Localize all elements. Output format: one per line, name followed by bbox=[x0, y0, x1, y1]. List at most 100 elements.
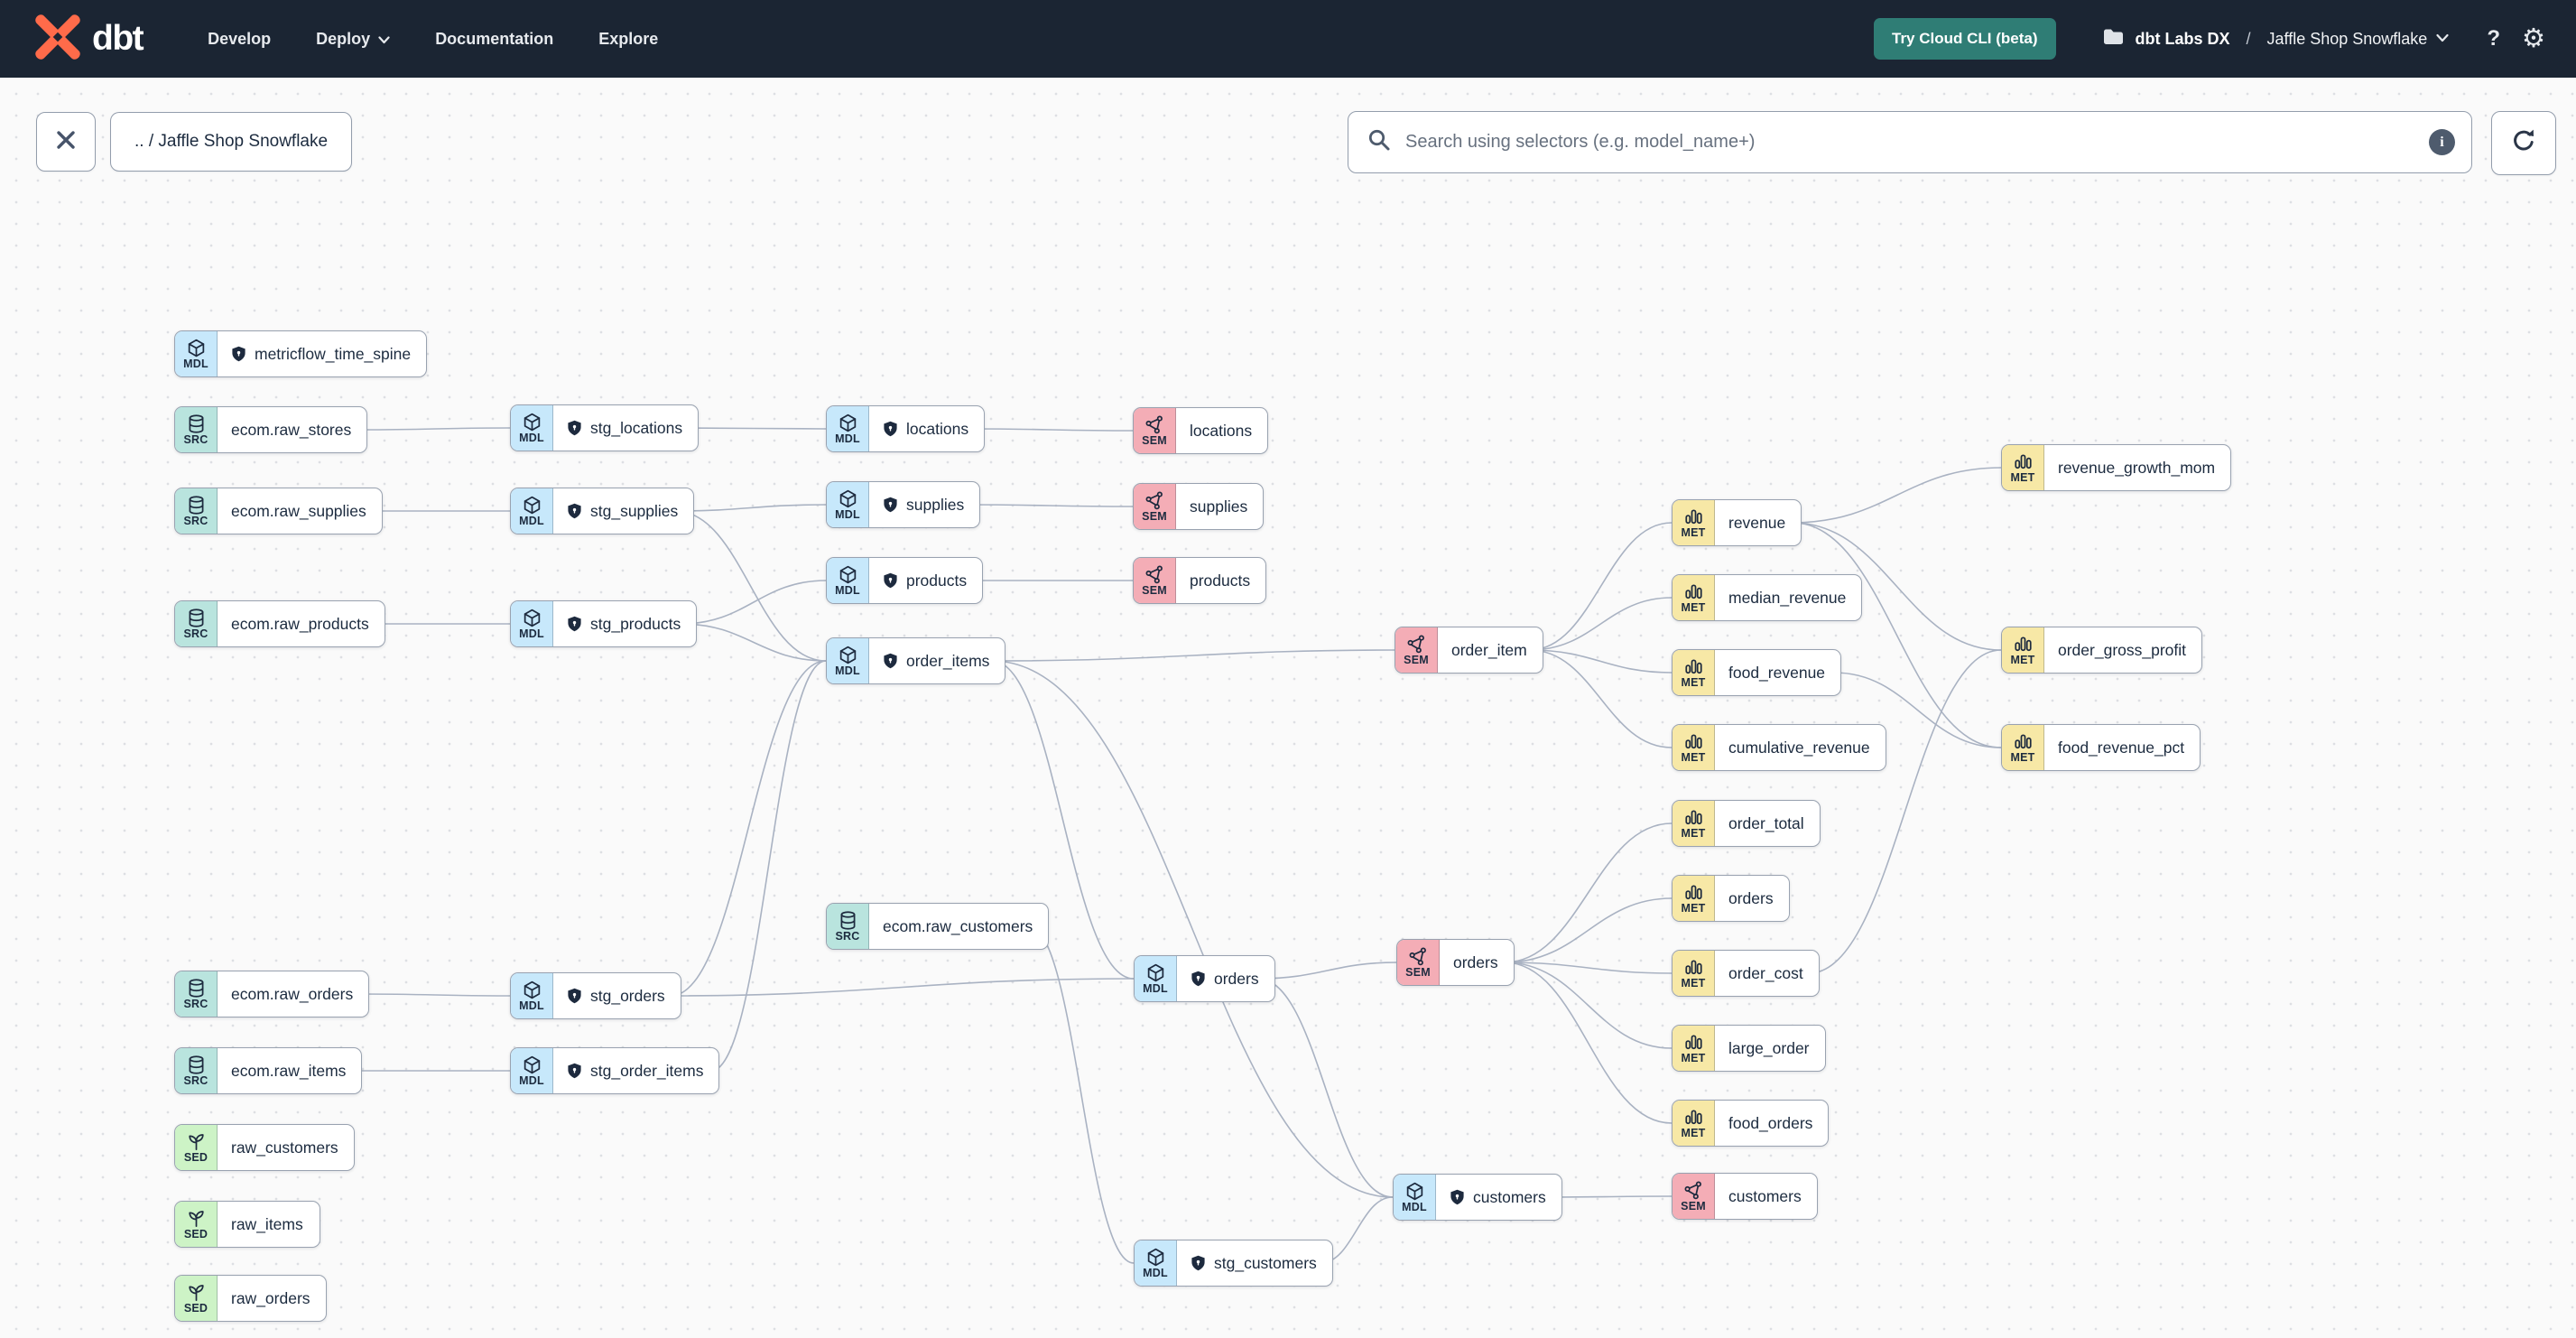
node-type-label: SED bbox=[183, 1150, 208, 1164]
node-type-label: MDL bbox=[519, 431, 544, 444]
edge-met_food_revenue-to-met_food_revenue_pct bbox=[1833, 672, 2002, 748]
node-label-area: order_total bbox=[1715, 801, 1820, 846]
refresh-graph-button[interactable] bbox=[2491, 111, 2556, 175]
edge-met_revenue-to-met_food_revenue_pct bbox=[1792, 522, 2002, 748]
database-icon bbox=[186, 413, 207, 434]
node-type-label: SRC bbox=[183, 514, 208, 527]
node-label-area: products bbox=[1176, 558, 1265, 603]
shield-icon bbox=[1191, 1255, 1206, 1271]
cube-icon bbox=[522, 1055, 542, 1075]
seedling-icon bbox=[186, 1282, 207, 1303]
node-label-area: ecom.raw_supplies bbox=[218, 488, 382, 534]
node-type-badge: SEM bbox=[1673, 1174, 1715, 1219]
nav-item-develop[interactable]: Develop bbox=[208, 29, 272, 48]
shield-icon bbox=[883, 653, 898, 669]
node-name: supplies bbox=[1190, 497, 1248, 516]
node-name: ecom.raw_stores bbox=[231, 420, 352, 439]
graph-breadcrumb-button[interactable]: .. / Jaffle Shop Snowflake bbox=[110, 112, 353, 172]
nav-item-explore[interactable]: Explore bbox=[598, 29, 659, 48]
node-type-badge: SRC bbox=[827, 904, 869, 949]
node-type-badge: SEM bbox=[1134, 408, 1176, 453]
close-icon bbox=[54, 128, 78, 156]
node-type-badge: MET bbox=[2002, 445, 2044, 490]
project-selector[interactable]: Jaffle Shop Snowflake bbox=[2267, 30, 2450, 49]
info-icon[interactable]: i bbox=[2429, 129, 2455, 155]
node-label-area: cumulative_revenue bbox=[1715, 725, 1886, 770]
seedling-icon bbox=[186, 1131, 207, 1152]
node-type-badge: SRC bbox=[175, 601, 218, 646]
node-type-badge: SRC bbox=[175, 1048, 218, 1093]
node-label-area: stg_order_items bbox=[553, 1048, 718, 1093]
semantic-model-icon bbox=[1683, 1180, 1704, 1201]
account-name[interactable]: dbt Labs DX bbox=[2135, 29, 2230, 48]
dbt-logo[interactable]: dbt bbox=[34, 14, 144, 65]
shield-icon bbox=[883, 572, 898, 589]
nav-right: Try Cloud CLI (beta) dbt Labs DX / Jaffl… bbox=[1874, 18, 2545, 60]
node-label-area: ecom.raw_stores bbox=[218, 407, 366, 452]
node-type-badge: SED bbox=[175, 1202, 218, 1247]
semantic-model-icon bbox=[1144, 414, 1165, 435]
node-type-label: MET bbox=[1681, 1126, 1706, 1139]
node-type-badge: MDL bbox=[511, 405, 553, 451]
edge-supplies-to-sem_supplies bbox=[965, 504, 1134, 507]
node-src_raw_supplies[interactable]: SRC ecom.raw_supplies bbox=[174, 488, 383, 534]
node-label-area: customers bbox=[1715, 1174, 1817, 1219]
nav-item-documentation[interactable]: Documentation bbox=[435, 29, 554, 48]
search-input[interactable] bbox=[1405, 132, 2415, 153]
node-type-badge: MDL bbox=[511, 973, 553, 1018]
gear-icon[interactable]: ⚙ bbox=[2522, 23, 2545, 53]
node-name: large_order bbox=[1728, 1038, 1810, 1057]
node-type-label: SRC bbox=[183, 627, 208, 640]
try-cloud-cli-button[interactable]: Try Cloud CLI (beta) bbox=[1874, 18, 2056, 60]
help-icon[interactable]: ? bbox=[2487, 26, 2500, 51]
nav-item-deploy[interactable]: Deploy bbox=[316, 30, 390, 49]
node-label-area: order_items bbox=[869, 638, 1005, 683]
node-type-badge: SED bbox=[175, 1276, 218, 1321]
node-type-badge: MET bbox=[2002, 627, 2044, 673]
semantic-model-icon bbox=[1144, 564, 1165, 585]
node-label-area: stg_orders bbox=[553, 973, 681, 1018]
close-lineage-button[interactable] bbox=[36, 112, 96, 172]
edge-stg_locations-to-locations bbox=[681, 427, 827, 430]
